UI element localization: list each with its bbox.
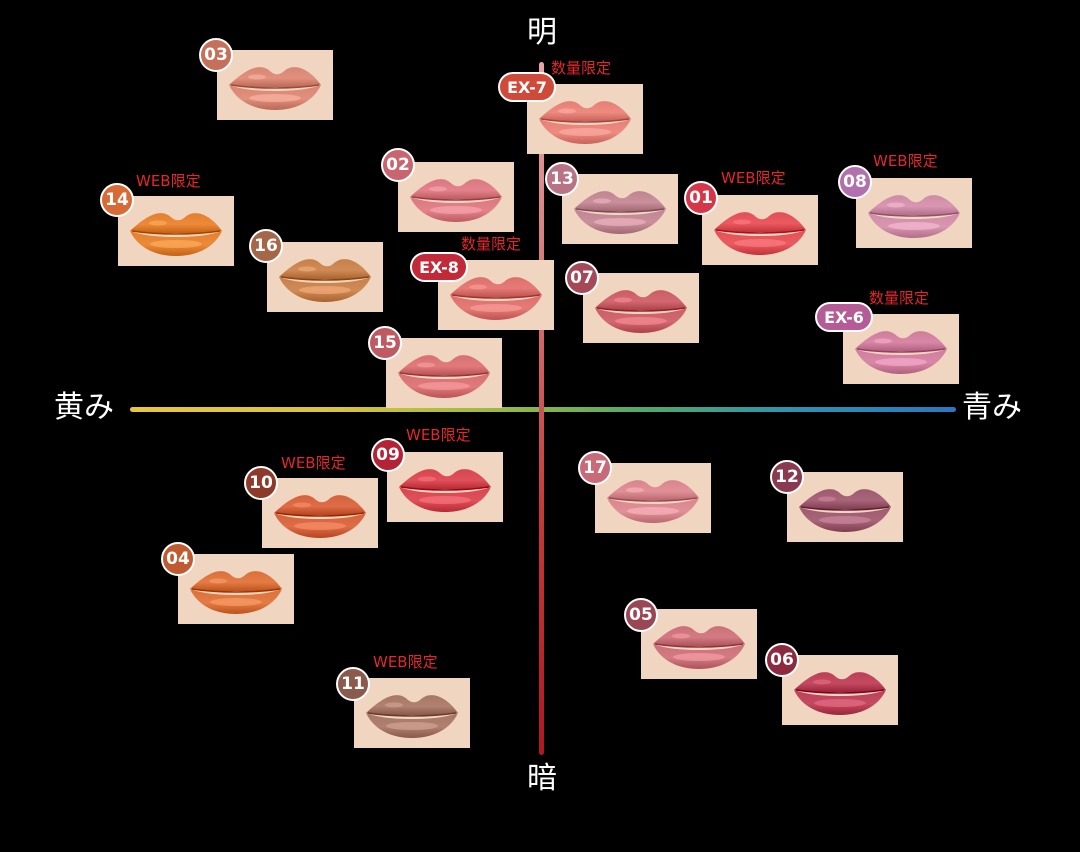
- shade-number-badge: 09: [371, 438, 405, 472]
- shade-number-badge: 12: [770, 460, 804, 494]
- lip-photo: [354, 678, 470, 748]
- lip-photo: [267, 242, 383, 312]
- shade-number-badge: 16: [249, 229, 283, 263]
- axis-label-right: 青み: [962, 390, 1022, 425]
- shade-number-badge: EX-6: [815, 302, 873, 332]
- lip-photo: [641, 609, 757, 679]
- shade-number-badge: 14: [100, 183, 134, 217]
- shade-number-badge: 01: [684, 181, 718, 215]
- lip-photo: [387, 452, 503, 522]
- limited-edition-tag: 数量限定: [551, 59, 612, 77]
- shade-number-badge: 02: [381, 148, 415, 182]
- shade-number-badge: 07: [565, 261, 599, 295]
- limited-edition-tag: 数量限定: [461, 235, 522, 253]
- lip-photo: [217, 50, 333, 120]
- limited-edition-tag: 数量限定: [869, 289, 930, 307]
- shade-number-badge: 15: [368, 326, 402, 360]
- lip-photo: [562, 174, 678, 244]
- limited-edition-tag: WEB限定: [721, 169, 786, 187]
- shade-number-badge: 06: [765, 643, 799, 677]
- limited-edition-tag: WEB限定: [406, 426, 471, 444]
- shade-number-badge: 10: [244, 466, 278, 500]
- lip-photo: [583, 273, 699, 343]
- axis-label-left: 黄み: [54, 390, 114, 425]
- shade-number-badge: 04: [161, 542, 195, 576]
- lip-photo: [386, 338, 502, 408]
- shade-number-badge: 11: [336, 667, 370, 701]
- axis-label-bottom: 暗: [527, 761, 557, 796]
- shade-number-badge: EX-8: [410, 252, 468, 282]
- limited-edition-tag: WEB限定: [873, 152, 938, 170]
- shade-number-badge: 17: [578, 451, 612, 485]
- lip-photo: [787, 472, 903, 542]
- lip-photo: [398, 162, 514, 232]
- lip-photo: [782, 655, 898, 725]
- shade-number-badge: 13: [545, 162, 579, 196]
- shade-number-badge: EX-7: [498, 72, 556, 102]
- shade-number-badge: 08: [838, 165, 872, 199]
- lip-photo: [856, 178, 972, 248]
- limited-edition-tag: WEB限定: [281, 454, 346, 472]
- lip-photo: [702, 195, 818, 265]
- lip-photo: [262, 478, 378, 548]
- axis-light-dark: [539, 62, 544, 755]
- limited-edition-tag: WEB限定: [373, 653, 438, 671]
- lip-photo: [595, 463, 711, 533]
- limited-edition-tag: WEB限定: [136, 172, 201, 190]
- shade-number-badge: 03: [199, 38, 233, 72]
- shade-number-badge: 05: [624, 598, 658, 632]
- axis-label-top: 明: [527, 15, 557, 50]
- lip-photo: [178, 554, 294, 624]
- lip-photo: [118, 196, 234, 266]
